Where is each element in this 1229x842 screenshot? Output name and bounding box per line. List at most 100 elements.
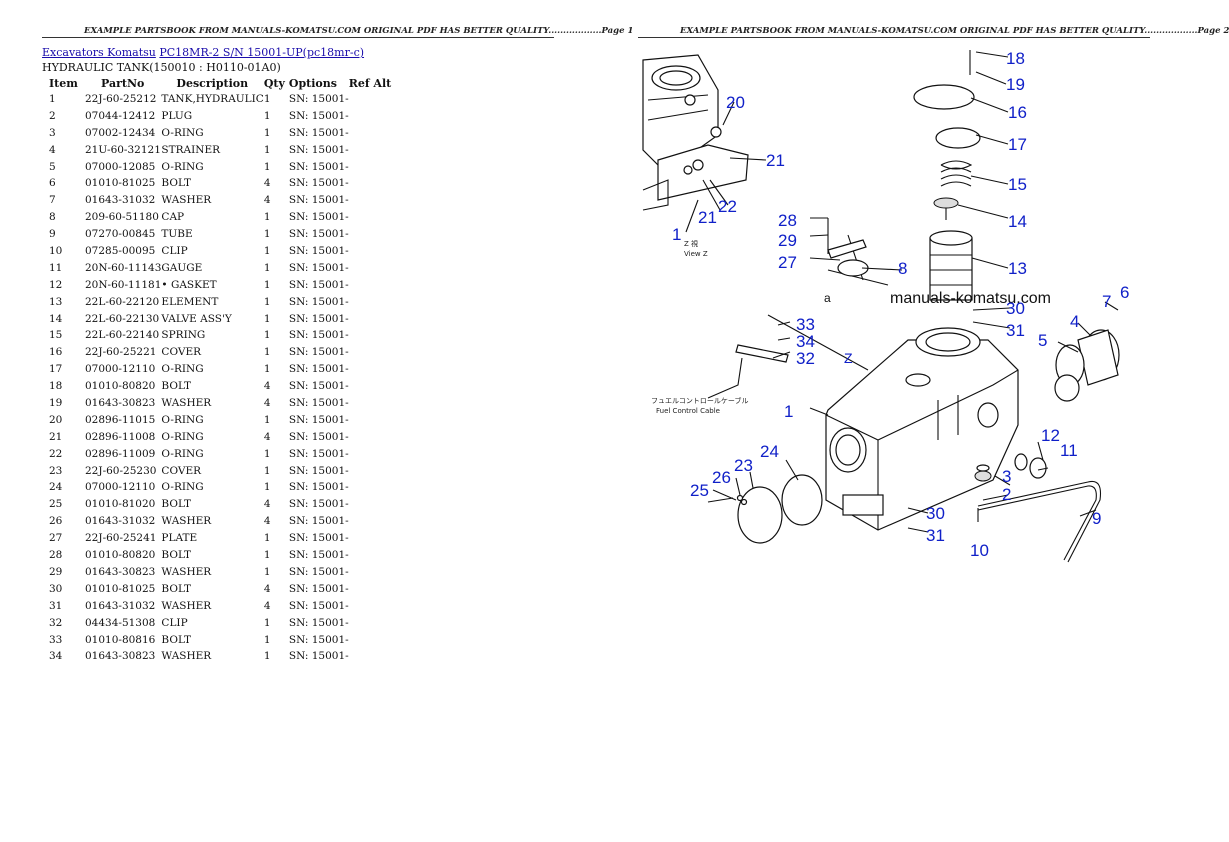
callout-21a: 21: [766, 151, 785, 170]
cell-partno: 01643-30823: [85, 397, 156, 410]
cell-options: SN: 15001-: [288, 464, 349, 477]
cell-refalt: [349, 650, 399, 667]
callout-31b: 31: [926, 526, 945, 545]
cell-item: 19: [49, 397, 63, 410]
cell-item: 18: [49, 380, 63, 393]
filter-stack: [913, 50, 981, 301]
cell-description: O-RING: [161, 430, 204, 443]
cell-options: SN: 15001-: [288, 515, 349, 528]
cell-partno: 07000-12085: [85, 160, 156, 173]
cell-item: 14: [49, 312, 63, 325]
cell-item: 13: [49, 295, 63, 308]
cell-item: 15: [49, 329, 63, 342]
col-header-partno: PartNo: [101, 76, 145, 90]
cell-item: 20: [49, 413, 63, 426]
cell-item: 28: [49, 549, 63, 562]
cell-options: SN: 15001-: [288, 126, 349, 139]
cell-description: VALVE ASS'Y: [161, 312, 232, 325]
cell-qty: 1: [263, 616, 271, 629]
cell-refalt: [349, 177, 399, 194]
cell-item: 1: [49, 93, 56, 105]
cell-refalt: [349, 465, 399, 482]
cell-options: SN: 15001-: [288, 380, 349, 393]
parts-table-header: Item PartNo Description Qty Options Ref …: [42, 76, 399, 93]
callout-3: 3: [1002, 467, 1011, 486]
cell-options: SN: 15001-: [288, 650, 349, 663]
cell-qty: 1: [263, 481, 271, 494]
cell-partno: 01643-31032: [85, 599, 156, 612]
cell-partno: 01643-31032: [85, 194, 156, 207]
cell-description: TANK,HYDRAULIC: [161, 93, 264, 105]
cell-partno: 20N-60-11143: [85, 261, 162, 274]
cell-partno: 01643-31032: [85, 515, 156, 528]
cell-description: O-RING: [161, 160, 204, 173]
cell-refalt: [349, 194, 399, 211]
cell-refalt: [349, 583, 399, 600]
cell-partno: 01643-30823: [85, 650, 156, 663]
cell-item: 30: [49, 582, 63, 595]
fuel-cable-label-en: Fuel Control Cable: [656, 407, 720, 415]
col-header-options: Options: [288, 76, 337, 90]
cell-qty: 1: [263, 245, 271, 258]
cell-item: 9: [49, 228, 56, 241]
callout-22: 22: [718, 197, 737, 216]
cell-item: 25: [49, 498, 63, 511]
callout-15: 15: [1008, 175, 1027, 194]
cell-options: SN: 15001-: [288, 532, 349, 545]
cell-item: 27: [49, 532, 63, 545]
cell-item: 2: [49, 109, 56, 122]
side-parts: [707, 329, 1120, 563]
cell-qty: 4: [263, 582, 271, 595]
cell-qty: 1: [263, 329, 271, 342]
cell-partno: 20N-60-11181: [85, 278, 162, 291]
cell-partno: 07002-12434: [85, 126, 156, 139]
view-z-label-jp: Z 視: [684, 239, 698, 248]
callout-1a: 1: [672, 225, 681, 244]
cell-partno: 01010-81020: [85, 498, 156, 511]
cell-refalt: [349, 481, 399, 498]
cell-item: 11: [49, 261, 63, 274]
cell-refalt: [349, 498, 399, 515]
cell-partno: 01643-30823: [85, 565, 156, 578]
callout-26: 26: [712, 468, 731, 487]
cell-qty: 4: [263, 397, 271, 410]
cell-refalt: [349, 634, 399, 651]
cell-item: 12: [49, 278, 63, 291]
callout-29: 29: [778, 231, 797, 250]
callout-18: 18: [1006, 49, 1025, 68]
cell-partno: 21U-60-32121: [85, 143, 161, 156]
cell-options: SN: 15001-: [288, 582, 349, 595]
breadcrumb-link-model[interactable]: PC18MR-2 S/N 15001-UP(pc18mr-c): [159, 46, 365, 59]
cell-options: SN: 15001-: [288, 160, 349, 173]
cell-item: 32: [49, 616, 63, 629]
cell-qty: 1: [263, 363, 271, 376]
cell-refalt: [349, 127, 399, 144]
cell-options: SN: 15001-: [288, 599, 349, 612]
breadcrumb-link-category[interactable]: Excavators Komatsu: [42, 46, 156, 59]
cell-partno: 04434-51308: [85, 616, 156, 629]
cell-options: SN: 15001-: [288, 109, 349, 122]
cell-description: WASHER: [161, 397, 212, 410]
callout-numbers: 18 19 16 17 15 14 13 20 21 22 21 1 28 29…: [672, 49, 1129, 560]
col-header-qty: Qty: [263, 76, 285, 90]
cell-qty: 1: [263, 312, 271, 325]
cell-description: GAUGE: [161, 261, 203, 274]
callout-16: 16: [1008, 103, 1027, 122]
cell-options: SN: 15001-: [288, 447, 349, 460]
cell-qty: 1: [263, 126, 271, 139]
cell-refalt: [349, 363, 399, 380]
cell-refalt: [349, 161, 399, 178]
callout-19: 19: [1006, 75, 1025, 94]
cell-qty: 1: [263, 143, 271, 156]
cell-qty: 1: [263, 228, 271, 241]
callout-34: 34: [796, 332, 815, 351]
